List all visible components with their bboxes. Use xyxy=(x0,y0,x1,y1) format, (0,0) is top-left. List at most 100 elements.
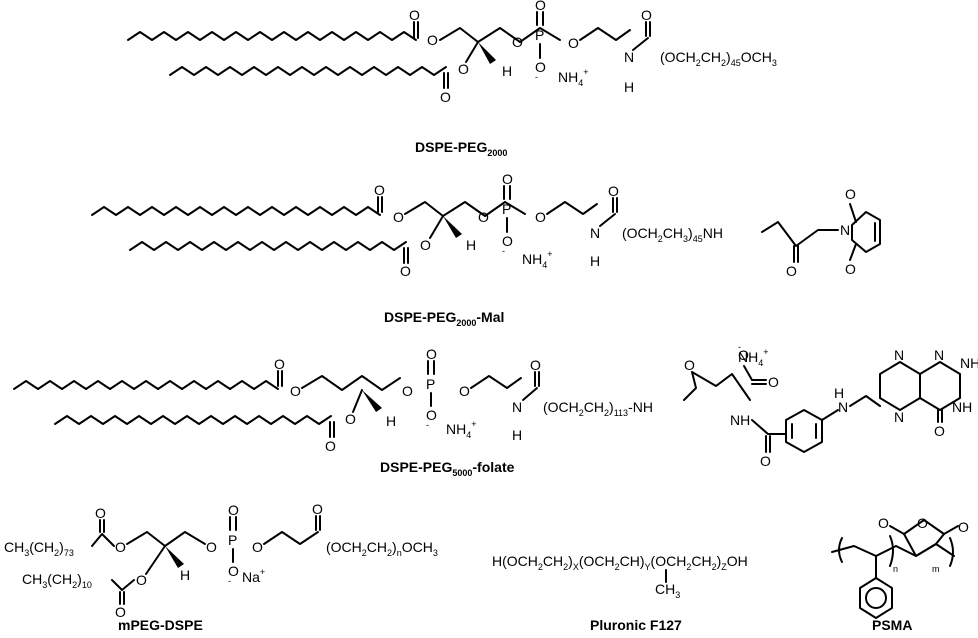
glutamate-backbone xyxy=(683,371,751,401)
nitrogen-atom: N xyxy=(624,49,634,65)
maleimide-linker xyxy=(761,221,839,247)
minus-sign: - xyxy=(738,342,741,352)
structure-psma: n m O O O PSMA xyxy=(831,515,969,633)
oxygen-atom: O xyxy=(934,423,945,439)
anhydride-ring xyxy=(903,519,945,557)
phosphorus-atom: P xyxy=(426,376,435,392)
structure-dspe-peg2000: O O O O H O P O O - NH4+ O N H O (OCH2CH… xyxy=(127,0,777,158)
repeat-m: m xyxy=(932,564,940,574)
propyl-linker xyxy=(263,531,319,545)
ammonium-ion: NH4+ xyxy=(558,67,589,88)
n-h-bond xyxy=(821,409,839,421)
ester-upper xyxy=(91,533,115,547)
stereo-wedge xyxy=(362,390,382,412)
oxygen-anion: O xyxy=(502,233,513,249)
oxygen-atom: O xyxy=(345,411,356,427)
oxygen-atom: O xyxy=(206,539,217,555)
nitrogen-atom: N xyxy=(840,222,850,238)
caption-mpeg-dspe: mPEG-DSPE xyxy=(118,617,203,633)
oxygen-atom: O xyxy=(786,263,797,279)
hydrogen-atom: H xyxy=(386,413,396,429)
ethylene-linker xyxy=(470,375,522,389)
phosphorus-atom: P xyxy=(228,532,237,548)
nitrogen-atom: N xyxy=(894,347,904,363)
caption-dspe-peg2000: DSPE-PEG2000 xyxy=(415,139,507,158)
peg-formula: (OCH2CH2)113-NH xyxy=(543,399,653,418)
glycerol-backbone xyxy=(404,201,526,217)
aniline-nh: H xyxy=(834,385,844,401)
phosphorus-atom: P xyxy=(535,27,544,43)
oxygen-atom: O xyxy=(845,186,856,202)
oxygen-atom: O xyxy=(374,182,385,198)
oxygen-atom: O xyxy=(400,263,411,279)
peg-formula: (OCH2CH3)45NH xyxy=(622,225,723,244)
caption-dspe-peg5000-folate: DSPE-PEG5000-folate xyxy=(380,459,515,478)
n-c-bond xyxy=(599,213,616,227)
alkyl-chain-lower xyxy=(169,66,447,76)
glycerol-backbone xyxy=(126,531,206,547)
oxygen-atom: O xyxy=(958,519,969,535)
ammonium-ion: NH4+ xyxy=(446,419,477,440)
oxygen-atom: O xyxy=(228,502,239,518)
pluronic-formula: H(OCH2CH2)X(OCH2CH)Y(OCH2CH2)ZOH xyxy=(492,553,748,572)
polymer-bracket-right xyxy=(949,537,954,567)
ester-bond xyxy=(465,41,479,63)
hydrogen-atom: H xyxy=(466,237,476,253)
phenyl-ring xyxy=(859,577,893,619)
structure-dspe-peg5000-folate: O O O O H O P O O - NH4+ O N H O (OCH2CH… xyxy=(13,342,978,478)
oxygen-anion: O xyxy=(426,407,437,423)
n-c-bond xyxy=(632,37,649,51)
oxygen-anion: O xyxy=(738,347,749,363)
oxygen-anion: O xyxy=(535,59,546,75)
structure-mpeg-dspe: CH3(CH2)73 CH3(CH2)10 O O O O H O P O O … xyxy=(4,501,438,633)
alkyl-formula-upper: CH3(CH2)73 xyxy=(4,539,74,558)
caption-psma: PSMA xyxy=(872,617,912,633)
oxygen-atom: O xyxy=(684,357,695,373)
glycerol-backbone xyxy=(439,27,561,43)
oxygen-atom: O xyxy=(568,35,579,51)
oxygen-atom: O xyxy=(136,572,147,588)
oxygen-atom: O xyxy=(325,438,336,454)
oxygen-atom: O xyxy=(760,453,771,469)
alkyl-chain-upper xyxy=(13,380,279,390)
caption-dspe-peg2000-mal: DSPE-PEG2000-Mal xyxy=(384,309,504,328)
oxygen-atom: O xyxy=(426,346,437,362)
stereo-wedge xyxy=(443,216,462,238)
phosphorus-atom: P xyxy=(502,201,511,217)
alkyl-formula-lower: CH3(CH2)10 xyxy=(22,571,92,590)
oxygen-atom: O xyxy=(95,505,106,521)
structure-pluronic-f127: H(OCH2CH2)X(OCH2CH)Y(OCH2CH2)ZOH CH3 Plu… xyxy=(492,553,748,633)
nitrogen-atom: N xyxy=(838,399,848,415)
methyl-branch: CH3 xyxy=(655,581,680,600)
oxygen-atom: O xyxy=(535,209,546,225)
amide-bond xyxy=(751,419,787,435)
alkyl-chain-lower xyxy=(54,415,332,425)
ammonium-ion: NH4+ xyxy=(522,249,553,270)
nitrogen-atom: N xyxy=(934,347,944,363)
pteridine-ring-left xyxy=(879,361,921,411)
phenyl-aromatic-circle xyxy=(865,587,887,609)
benzene-ring xyxy=(785,409,823,453)
polymer-bracket-middle xyxy=(889,535,894,567)
oxygen-atom: O xyxy=(420,237,431,253)
maleimide-ring xyxy=(851,211,881,253)
repeat-n: n xyxy=(893,564,898,574)
carbonyl-bond xyxy=(943,525,959,535)
styrene-backbone xyxy=(831,545,897,557)
hydrogen-atom: H xyxy=(624,79,634,95)
oxygen-atom: O xyxy=(478,209,489,225)
hydrogen-atom: H xyxy=(590,253,600,269)
alkyl-chain-upper xyxy=(91,206,381,216)
amide-nh: NH xyxy=(730,412,750,428)
nitrogen-atom: N xyxy=(894,409,904,425)
oxygen-atom: O xyxy=(530,357,541,373)
oxygen-atom: O xyxy=(274,356,285,372)
oxygen-atom: O xyxy=(768,374,779,390)
pteridine-ring-right xyxy=(919,361,961,411)
stereo-wedge xyxy=(478,42,496,64)
structure-dspe-peg2000-mal: O O O O H O P O O - NH4+ O N H O (OCH2CH… xyxy=(91,171,881,328)
oxygen-atom: O xyxy=(252,539,263,555)
ester-bond xyxy=(429,215,444,239)
oxygen-atom: O xyxy=(641,7,652,23)
